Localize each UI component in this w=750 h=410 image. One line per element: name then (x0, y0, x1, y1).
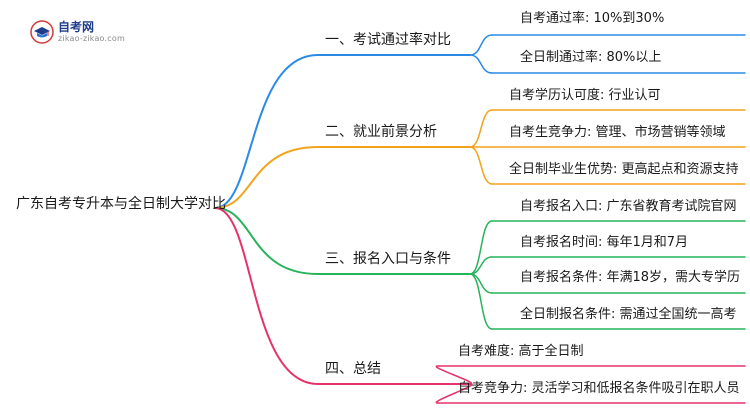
branch-3-label: 三、报名入口与条件 (325, 251, 451, 267)
branch-3-to-item-2-connector (469, 256, 493, 275)
branch-3-to-item-1-connector (469, 220, 493, 275)
branch-2-to-item-1-connector (469, 109, 493, 148)
branch-3-item-3: 自考报名条件: 年满18岁，需大专学历 (520, 270, 741, 285)
branch-1-to-item-1-connector (469, 34, 493, 56)
branch-3-item-2: 自考报名时间: 每年1月和7月 (520, 235, 689, 250)
branch-2-item-3: 全日制毕业生优势: 更高起点和资源支持 (509, 162, 739, 177)
branch-2-label: 二、就业前景分析 (325, 124, 437, 140)
branch-1-item-2: 全日制通过率: 80%以上 (520, 50, 662, 65)
root-to-branch-2-connector (214, 146, 319, 209)
root-topic: 广东自考专升本与全日制大学对比 (16, 196, 226, 212)
branch-4-item-1: 自考难度: 高于全日制 (458, 344, 584, 359)
site-logo[interactable]: 自考网 zikao-zikao.com (30, 18, 150, 48)
root-to-branch-1-connector (214, 54, 319, 209)
branch-1-item-1: 自考通过率: 10%到30% (520, 11, 665, 26)
branch-3-to-item-4-connector (469, 273, 493, 330)
graduation-cap-icon (30, 20, 54, 44)
branch-4-to-item-2-connector (435, 383, 473, 404)
root-to-branch-3-connector (214, 207, 319, 275)
branch-2-to-item-3-connector (469, 146, 493, 185)
logo-url: zikao-zikao.com (58, 34, 125, 43)
connector-group (214, 34, 746, 404)
branch-1-label: 一、考试通过率对比 (325, 32, 451, 48)
branch-3-item-1: 自考报名入口: 广东省教育考试院官网 (520, 199, 737, 214)
branch-2-item-2: 自考生竞争力: 管理、市场营销等领域 (509, 125, 726, 140)
branch-1-to-item-2-connector (469, 54, 493, 74)
branch-3-to-item-3-connector (469, 273, 493, 294)
branch-4-label: 四、总结 (325, 361, 381, 377)
logo-title: 自考网 (58, 20, 95, 34)
root-to-branch-4-connector (214, 207, 319, 385)
branch-4-item-2: 自考竞争力: 灵活学习和低报名条件吸引在职人员 (458, 381, 740, 396)
branch-3-item-4: 全日制报名条件: 需通过全国统一高考 (520, 307, 737, 322)
branch-2-item-1: 自考学历认可度: 行业认可 (509, 88, 661, 103)
